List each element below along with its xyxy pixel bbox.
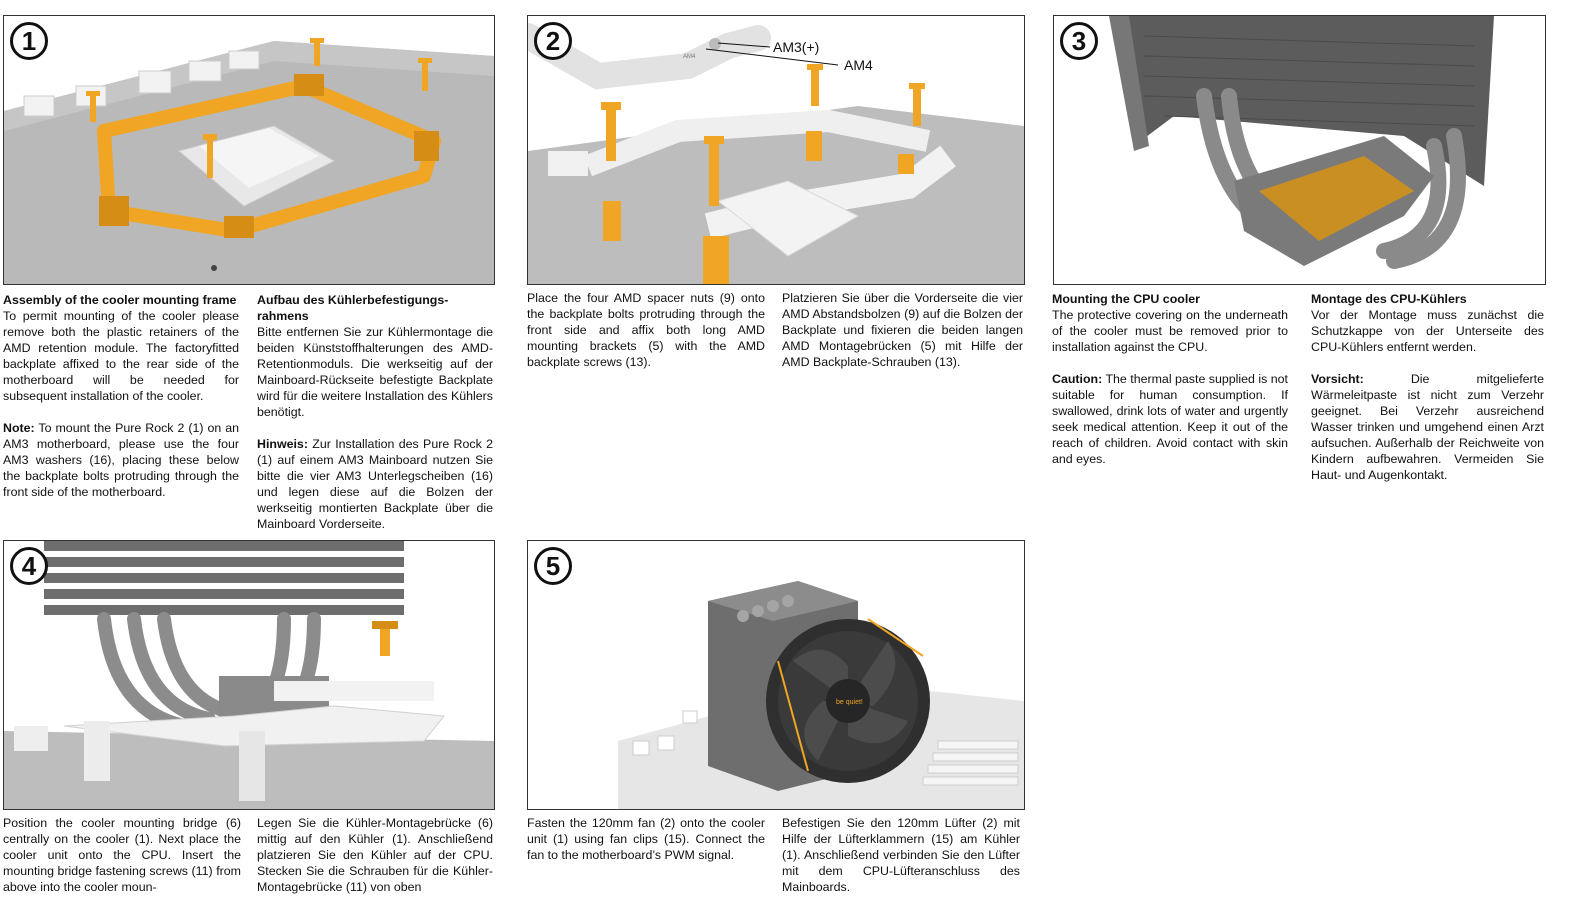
step1-heading-en: Assembly of the cooler mounting frame bbox=[3, 293, 237, 307]
step4-text-de: Legen Sie die Kühler-Montagebrücke (6) m… bbox=[257, 815, 493, 911]
step3-text-en: Mounting the CPU cooler The protective c… bbox=[1052, 291, 1288, 483]
step5-text-en: Fasten the 120mm fan (2) onto the cooler… bbox=[527, 815, 765, 879]
step4-drawing bbox=[4, 541, 494, 809]
step2-text-de: Platzieren Sie über die Vorderseite die … bbox=[782, 290, 1023, 386]
step3-caution-de: Vorsicht: Die mitgelieferte Wärmeleitpas… bbox=[1311, 372, 1544, 482]
step-number-badge: 1 bbox=[10, 22, 48, 60]
step5-body-en: Fasten the 120mm fan (2) onto the cooler… bbox=[527, 816, 765, 862]
step5-drawing: be quiet! bbox=[528, 541, 1024, 809]
step3-drawing bbox=[1054, 16, 1545, 284]
step1-text-en: Assembly of the cooler mounting frame To… bbox=[3, 292, 239, 516]
step3-caution-en: Caution: The thermal paste supplied is n… bbox=[1052, 372, 1288, 466]
step1-illustration: 1 bbox=[3, 15, 495, 285]
step3-text-de: Montage des CPU-Kühlers Vor der Montage … bbox=[1311, 291, 1544, 499]
step-number-badge: 4 bbox=[10, 547, 48, 585]
step5-illustration: be quiet! 5 bbox=[527, 540, 1025, 810]
step1-text-de: Aufbau des Kühlerbefestigungs-rahmens Bi… bbox=[257, 292, 493, 548]
step3-illustration: 3 bbox=[1053, 15, 1546, 285]
step1-note-en: Note: To mount the Pure Rock 2 (1) on an… bbox=[3, 421, 239, 499]
step4-illustration: 4 bbox=[3, 540, 495, 810]
step4-text-en: Position the cooler mounting bridge (6) … bbox=[3, 815, 241, 911]
step5-body-de: Befestigen Sie den 120mm Lüfter (2) mit … bbox=[782, 816, 1020, 894]
am3-callout: AM3(+) bbox=[773, 39, 820, 55]
step1-drawing bbox=[4, 16, 494, 284]
step2-body-de: Platzieren Sie über die Vorderseite die … bbox=[782, 291, 1023, 369]
step-number-badge: 2 bbox=[534, 22, 572, 60]
step2-drawing: AM4 bbox=[528, 16, 1024, 284]
step2-text-en: Place the four AMD spacer nuts (9) onto … bbox=[527, 290, 765, 386]
step1-heading-de: Aufbau des Kühlerbefestigungs-rahmens bbox=[257, 293, 449, 323]
am4-callout: AM4 bbox=[844, 57, 873, 73]
step3-body-en: The protective covering on the underneat… bbox=[1052, 308, 1288, 354]
step2-body-en: Place the four AMD spacer nuts (9) onto … bbox=[527, 291, 765, 369]
step3-body-de: Vor der Montage muss zunächst die Schutz… bbox=[1311, 308, 1544, 354]
step2-illustration: AM4 2 AM3(+) AM4 bbox=[527, 15, 1025, 285]
step4-body-de: Legen Sie die Kühler-Montagebrücke (6) m… bbox=[257, 816, 493, 894]
step3-heading-en: Mounting the CPU cooler bbox=[1052, 292, 1200, 306]
step1-note-de: Hinweis: Zur Installation des Pure Rock … bbox=[257, 437, 493, 531]
step4-body-en: Position the cooler mounting bridge (6) … bbox=[3, 816, 241, 894]
step5-text-de: Befestigen Sie den 120mm Lüfter (2) mit … bbox=[782, 815, 1020, 911]
step1-body-en: To permit mounting of the cooler please … bbox=[3, 309, 239, 403]
step-number-badge: 5 bbox=[534, 547, 572, 585]
step3-heading-de: Montage des CPU-Kühlers bbox=[1311, 292, 1467, 306]
am4-stamp: AM4 bbox=[683, 54, 696, 60]
step1-body-de: Bitte entfernen Sie zur Kühlermontage di… bbox=[257, 325, 493, 419]
step-number-badge: 3 bbox=[1060, 22, 1098, 60]
fan-brand-logo: be quiet! bbox=[836, 699, 863, 706]
